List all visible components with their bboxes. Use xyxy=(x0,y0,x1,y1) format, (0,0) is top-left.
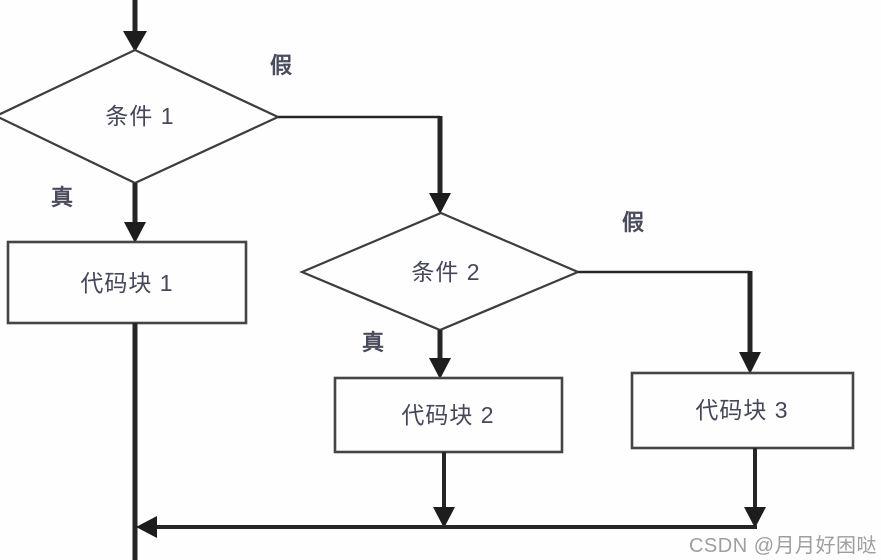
block1-rect xyxy=(6,240,248,325)
block3-exit-arrowhead-icon xyxy=(744,507,766,528)
cond2-true-arrowhead-icon xyxy=(429,358,451,379)
cond1-true-label: 真 xyxy=(51,185,73,210)
block1-label: 代码块 1 xyxy=(80,270,173,296)
block2-rect xyxy=(333,376,564,454)
merge-arrowhead-icon xyxy=(136,516,157,538)
cond1-true-arrowhead-icon xyxy=(124,222,146,243)
block3-rect xyxy=(630,371,855,450)
cond2-false-label: 假 xyxy=(622,210,644,235)
condition2-label: 条件 2 xyxy=(411,259,480,285)
watermark: CSDN @月月好困哒 xyxy=(689,534,877,557)
cond2-true-label: 真 xyxy=(362,330,384,355)
cond2-false-arrowhead-icon xyxy=(739,352,761,374)
block2-label: 代码块 2 xyxy=(401,402,494,428)
cond1-false-label: 假 xyxy=(270,53,292,78)
cond1-false-arrowhead-icon xyxy=(429,193,451,214)
entry-arrowhead-icon xyxy=(123,31,147,52)
condition1-label: 条件 1 xyxy=(105,103,174,129)
block3-label: 代码块 3 xyxy=(695,397,788,423)
block2-exit-arrowhead-icon xyxy=(433,507,455,528)
